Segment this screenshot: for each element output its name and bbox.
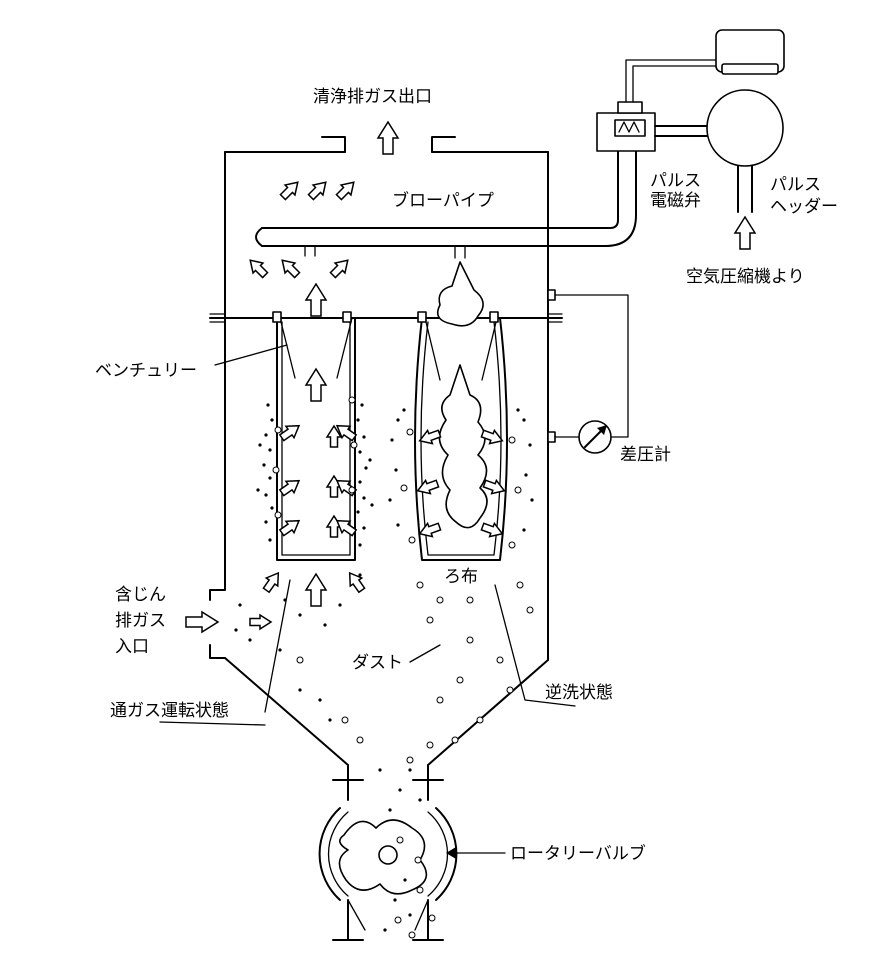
label-pulse-header-2: ヘッダー (770, 197, 838, 217)
label-dusty-gas-1: 含じん (115, 585, 166, 605)
blow-pipe (255, 149, 637, 259)
label-pulse-valve-1: パルス (650, 171, 701, 191)
rotary-valve (318, 779, 458, 941)
pulse-header (706, 89, 784, 213)
controller-box (715, 29, 785, 75)
label-venturi: ベンチュリー (95, 361, 197, 381)
label-clean-gas-outlet: 清浄排ガス出口 (313, 87, 432, 107)
housing (209, 136, 563, 781)
bag-filtering (259, 283, 369, 607)
dust-large-particles (272, 396, 534, 939)
label-dust: ダスト (352, 653, 403, 673)
diff-pressure-gauge (554, 294, 629, 454)
label-rotary-valve: ロータリーバルブ (510, 843, 646, 864)
bag-backwash (414, 261, 508, 561)
label-filtering-state: 通ガス運転状態 (110, 701, 229, 721)
dust-particles (234, 403, 534, 932)
label-backwash-state: 逆洗状態 (545, 683, 613, 703)
label-blow-pipe: ブローパイプ (392, 190, 494, 211)
label-pulse-header-1: パルス (770, 175, 821, 195)
label-filter-cloth: ろ布 (444, 567, 478, 587)
pulse-solenoid-valve (596, 59, 717, 152)
label-dusty-gas-3: 入口 (115, 637, 149, 657)
label-diff-pressure-gauge: 差圧計 (620, 445, 671, 465)
label-pulse-valve-2: 電磁弁 (650, 191, 701, 211)
label-dusty-gas-2: 排ガス (115, 611, 166, 631)
label-from-compressor: 空気圧縮機より (686, 267, 805, 287)
leader-lines (159, 344, 576, 859)
